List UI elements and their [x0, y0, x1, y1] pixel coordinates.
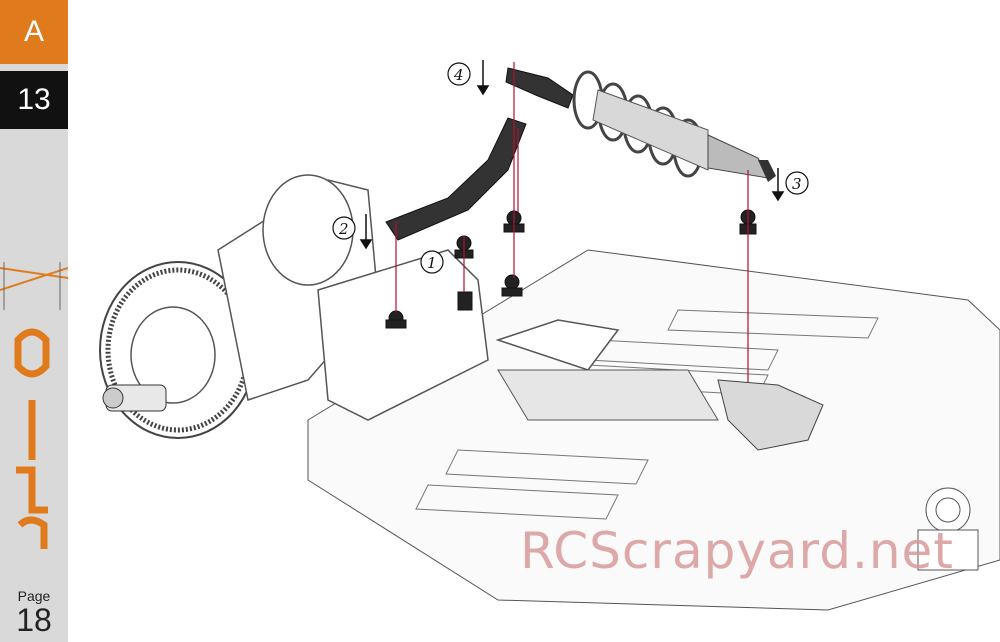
- brand-logo-icon: [0, 262, 68, 549]
- step-number-tab: 13: [0, 71, 68, 129]
- guide-lines: [395, 62, 749, 388]
- shock-absorber: [505, 67, 776, 182]
- watermark: RCScrapyard.net: [520, 522, 954, 580]
- shock-tower: [385, 117, 527, 241]
- callout-4: 4: [453, 66, 464, 84]
- spur-gear-icon: [99, 261, 257, 439]
- callout-3: 3: [792, 175, 802, 193]
- page-number: 18: [16, 602, 52, 638]
- callout-2: 2: [338, 220, 349, 238]
- callout-1: 1: [427, 254, 437, 272]
- page-label: Page: [17, 588, 51, 604]
- assembly-drawing: 1 2 3 4: [99, 60, 1000, 611]
- sidebar: A 13 Page 18: [0, 0, 68, 642]
- section-tab: A: [0, 0, 68, 64]
